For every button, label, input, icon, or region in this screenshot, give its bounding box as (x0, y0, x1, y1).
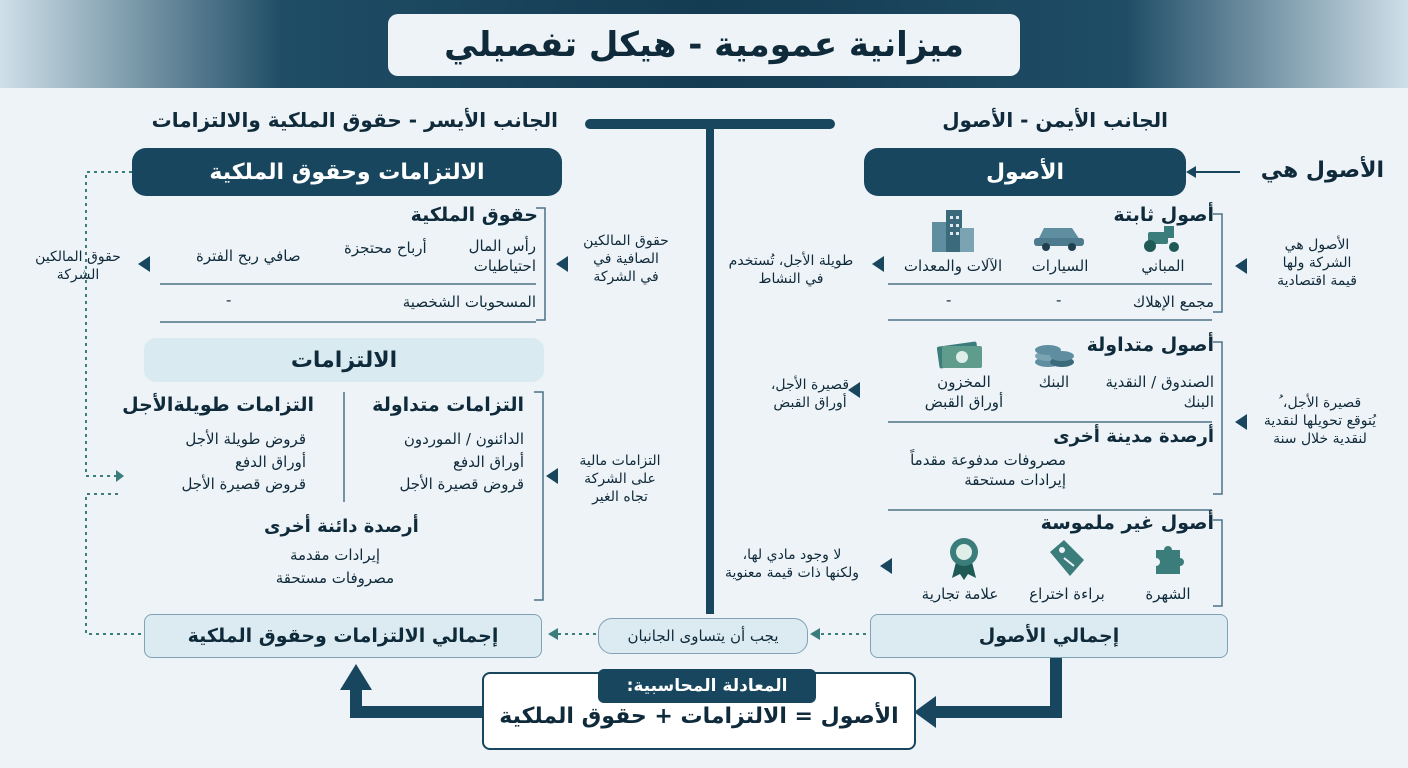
equity-drawings-label: المسحوبات الشخصية (402, 293, 536, 311)
other-debit-title: أرصدة مدينة أخرى (1053, 426, 1214, 447)
intangible-item-trademark: علامة تجارية (921, 585, 999, 603)
other-credit-items: إيرادات مقدمة مصروفات مستحقة (275, 546, 395, 587)
long-term-liabilities-title: التزامات طويلةالأجل (122, 394, 314, 416)
balance-note: يجب أن يتساوى الجانبان (598, 618, 808, 654)
depreciation-label: مجمع الإهلاك (1132, 293, 1214, 311)
bank-label: البنك (1038, 373, 1070, 391)
equity-net-profit-label: صافي ربح الفترة (196, 247, 301, 265)
intangible-item-goodwill: الشهرة (1145, 585, 1191, 603)
building-icon (932, 210, 974, 252)
assets-definition-note: الأصول هي الشركة ولها قيمة اقتصادية (1277, 237, 1357, 290)
badge-icon (950, 538, 978, 580)
tractor-icon (1144, 226, 1179, 252)
long-term-liabilities-items: قروض طويلة الأجل أوراق الدفع قروض قصيرة … (181, 430, 306, 493)
equity-title: حقوق الملكية (410, 204, 538, 226)
assets-pointer-label: الأصول هي (1260, 158, 1384, 183)
current-assets-side-note: قصيرة الأجل، ُ يُتوقع تحويلها لنقدية لنق… (1263, 395, 1377, 448)
assets-total-box: إجمالي الأصول (870, 614, 1228, 658)
right-side-title: الجانب الأيمن - الأصول (942, 108, 1168, 132)
intangible-assets-note: لا وجود مادي لها، ولكنها ذات قيمة معنوية (725, 547, 859, 582)
cash-bank-label: الصندوق / النقدية البنك (1105, 373, 1214, 412)
equity-drawings-dash: - (226, 291, 232, 309)
current-liabilities-items: الدائنون / الموردون أوراق الدفع قروض قصي… (399, 430, 524, 493)
other-debit-items: مصروفات مدفوعة مقدماً إيرادات مستحقة (910, 451, 1066, 490)
money-icon (936, 341, 982, 369)
page-title: ميزانية عمومية - هيكل تفصيلي (388, 14, 1020, 76)
equity-liabilities-total-box: إجمالي الالتزامات وحقوق الملكية (144, 614, 542, 658)
current-assets-title: أصول متداولة (1086, 334, 1214, 356)
assets-header: الأصول (864, 148, 1186, 196)
fixed-item-buildings: المباني (1141, 257, 1185, 275)
current-assets-note: قصيرة الأجل، أوراق القبض (770, 377, 850, 412)
current-liabilities-title: التزامات متداولة (372, 394, 524, 416)
fixed-item-machinery: الآلات والمعدات (903, 257, 1003, 275)
equity-note: حقوق المالكين الصافية في في الشركة (583, 233, 669, 286)
fixed-item-cars: السيارات (1031, 257, 1089, 275)
equity-capital-label: رأس المال احتياطيات (468, 237, 536, 276)
depreciation-dash-2: - (946, 291, 952, 309)
intangible-assets-title: أصول غير ملموسة (1040, 512, 1214, 534)
fixed-assets-note: طويلة الأجل، تُستخدم في النشاط (728, 253, 854, 288)
tag-icon (1050, 540, 1084, 576)
equation-text: الأصول = الالتزامات + حقوق الملكية (499, 704, 899, 729)
intangible-item-patent: براءة اختراع (1029, 585, 1105, 603)
owners-note: حقوق المالكين الشركة (35, 249, 121, 284)
equity-retained-label: أرباح محتجزة (344, 239, 427, 257)
liabilities-header: الالتزامات (144, 338, 544, 382)
liabilities-note: التزامات مالية على الشركة تجاه الغير (579, 453, 661, 506)
puzzle-icon (1156, 546, 1184, 574)
depreciation-dash-1: - (1056, 291, 1062, 309)
equation-label: المعادلة المحاسبية: (598, 669, 816, 703)
car-icon (1034, 228, 1084, 251)
inventory-label: المخزون أوراق القبض (924, 373, 1004, 412)
left-side-title: الجانب الأيسر - حقوق الملكية والالتزامات (151, 108, 558, 132)
other-credit-title: أرصدة دائنة أخرى (264, 516, 419, 537)
fixed-assets-title: أصول ثابتة (1113, 204, 1214, 226)
coins-icon (1035, 345, 1074, 367)
equity-liabilities-header: الالتزامات وحقوق الملكية (132, 148, 562, 196)
